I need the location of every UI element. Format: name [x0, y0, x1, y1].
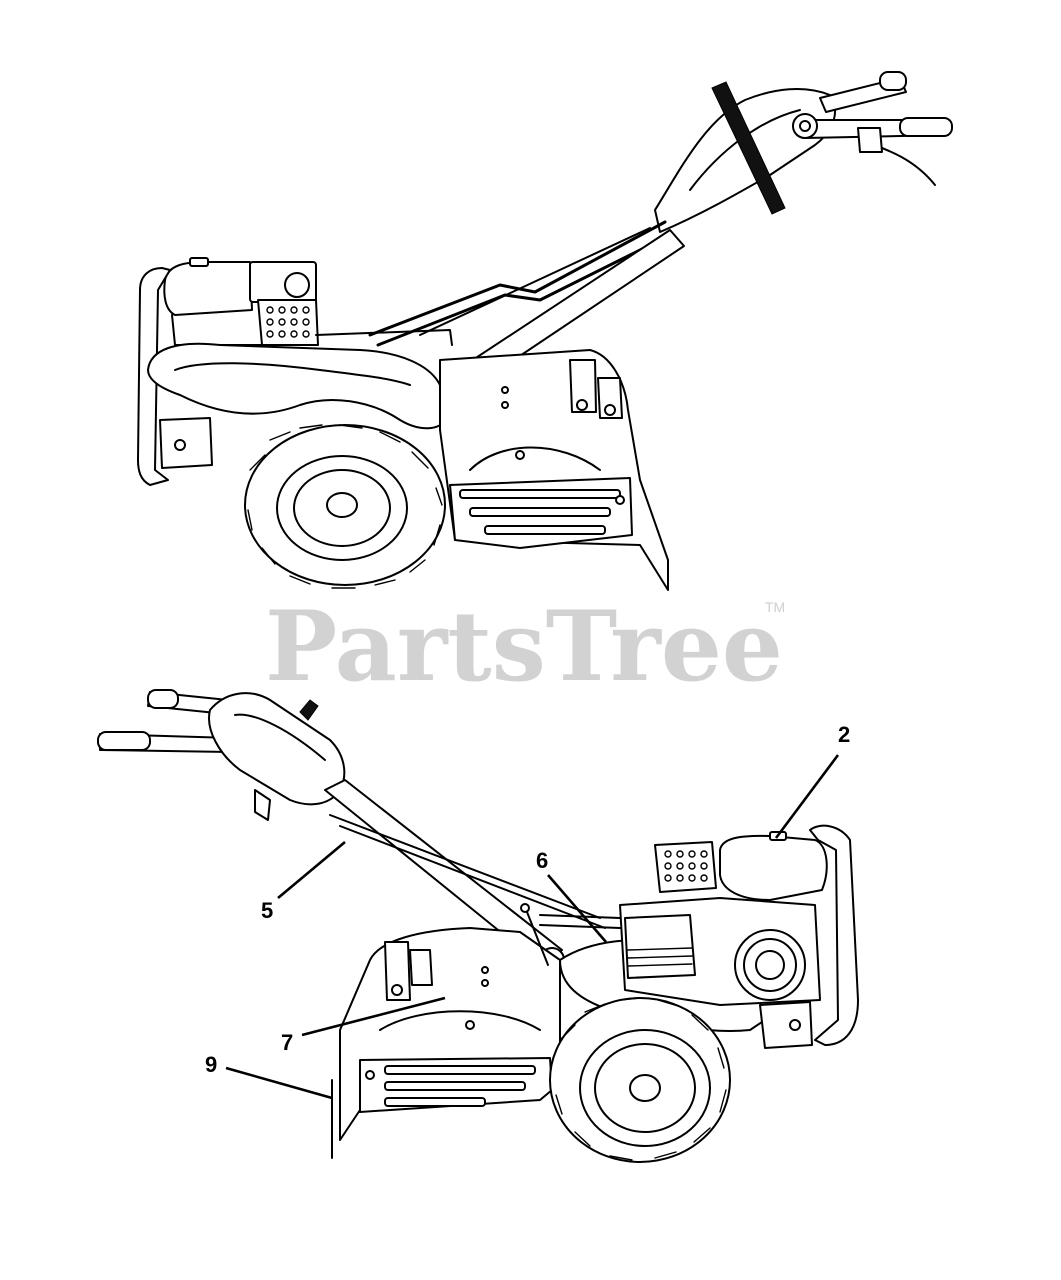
- engine-top: [163, 257, 453, 346]
- callout-7[interactable]: 7: [281, 1030, 293, 1055]
- callout-5[interactable]: 5: [261, 898, 273, 923]
- leader-lines: [225, 754, 840, 1100]
- wheel-top: [244, 424, 446, 589]
- watermark-trademark: TM: [765, 599, 785, 615]
- tiller-view-bottom: 2 5 6 7 9: [97, 689, 859, 1163]
- tine-hood-bottom: [331, 927, 561, 1159]
- watermark-text: PartsTree: [265, 590, 783, 703]
- leader-2: [774, 754, 840, 839]
- handlebar-bottom: [97, 689, 606, 973]
- leader-9: [225, 1066, 333, 1100]
- engine-bottom: [520, 831, 828, 1006]
- handlebar-top: [368, 71, 953, 396]
- leader-7: [301, 996, 446, 1037]
- leader-5: [277, 841, 346, 899]
- callout-2[interactable]: 2: [838, 722, 850, 747]
- tine-hood-top: [439, 349, 669, 591]
- callout-9[interactable]: 9: [205, 1052, 217, 1077]
- tiller-view-top: [137, 71, 953, 591]
- leader-6: [547, 874, 607, 943]
- fender-top: [147, 342, 446, 430]
- watermark: PartsTree TM: [265, 590, 785, 703]
- wheel-bottom: [549, 997, 731, 1163]
- front-bumper-bottom: [809, 824, 859, 1046]
- callout-6[interactable]: 6: [536, 848, 548, 873]
